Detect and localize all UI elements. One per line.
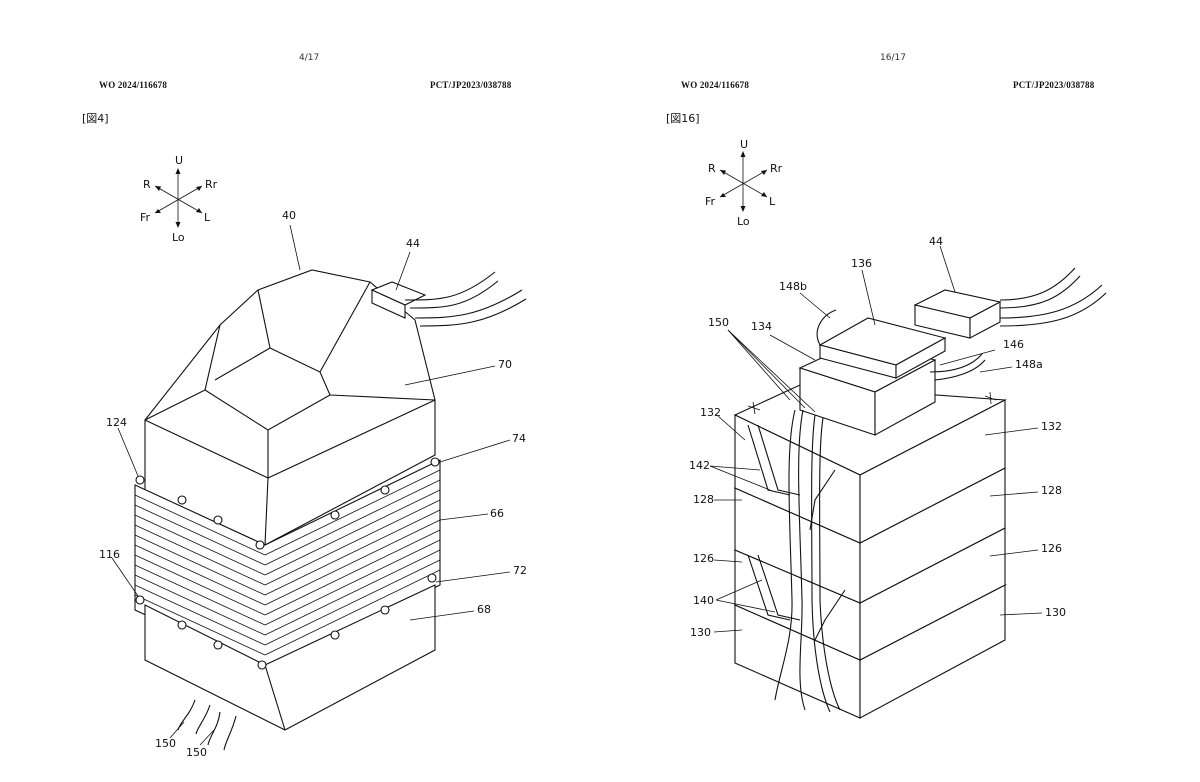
application-number: PCT/JP2023/038788 xyxy=(1013,80,1095,90)
ref-66: 66 xyxy=(490,507,504,520)
cooling-fins xyxy=(134,469,441,656)
bolts xyxy=(135,457,440,670)
page-number: 4/17 xyxy=(299,53,320,63)
reference-numerals-fig16: 44 136 148b 150 134 146 148a 132 132 142… xyxy=(689,235,1066,639)
figure-label: [図4] xyxy=(82,112,109,125)
ref-116: 116 xyxy=(99,548,120,561)
compass-front-label: Fr xyxy=(140,211,151,224)
ref-140: 140 xyxy=(693,594,714,607)
ref-148b: 148b xyxy=(779,280,807,293)
ref-128: 128 xyxy=(1041,484,1062,497)
ref-72: 72 xyxy=(513,564,527,577)
ref-44: 44 xyxy=(406,237,420,250)
publication-number: WO 2024/116678 xyxy=(681,80,750,90)
compass-rear-label: Rr xyxy=(205,178,218,191)
ref-132: 132 xyxy=(1041,420,1062,433)
direction-compass: U Lo R Rr Fr L xyxy=(140,154,218,244)
ref-150: 150 xyxy=(708,316,729,329)
direction-compass: U Lo R Rr Fr L xyxy=(705,138,783,228)
ref-126: 126 xyxy=(1041,542,1062,555)
ref-130: 130 xyxy=(690,626,711,639)
ref-126: 126 xyxy=(693,552,714,565)
ref-146: 146 xyxy=(1003,338,1024,351)
reference-numerals-fig4: 40 44 70 74 124 66 116 72 68 150 150 xyxy=(99,209,527,759)
battery-module-stack-figure-16 xyxy=(733,267,1107,719)
ref-68: 68 xyxy=(477,603,491,616)
ref-44: 44 xyxy=(929,235,943,248)
ref-74: 74 xyxy=(512,432,526,445)
ref-128: 128 xyxy=(693,493,714,506)
compass-right-label: R xyxy=(708,162,716,175)
ref-70: 70 xyxy=(498,358,512,371)
compass-left-label: L xyxy=(204,211,211,224)
ref-124: 124 xyxy=(106,416,127,429)
compass-left-label: L xyxy=(769,195,776,208)
ref-130: 130 xyxy=(1045,606,1066,619)
ref-148a: 148a xyxy=(1015,358,1043,371)
ref-150: 150 xyxy=(155,737,176,750)
page-number: 16/17 xyxy=(880,53,906,63)
ref-40: 40 xyxy=(282,209,296,222)
compass-up-label: U xyxy=(740,138,748,151)
ref-132: 132 xyxy=(700,406,721,419)
compass-down-label: Lo xyxy=(737,215,750,228)
publication-number: WO 2024/116678 xyxy=(99,80,168,90)
compass-up-label: U xyxy=(175,154,183,167)
battery-unit-figure-4 xyxy=(134,269,527,751)
compass-right-label: R xyxy=(143,178,151,191)
figure-label: [図16] xyxy=(666,112,700,125)
ref-134: 134 xyxy=(751,320,772,333)
compass-front-label: Fr xyxy=(705,195,716,208)
application-number: PCT/JP2023/038788 xyxy=(430,80,512,90)
ref-142: 142 xyxy=(689,459,710,472)
compass-rear-label: Rr xyxy=(770,162,783,175)
ref-150: 150 xyxy=(186,746,207,759)
ref-136: 136 xyxy=(851,257,872,270)
compass-down-label: Lo xyxy=(172,231,185,244)
